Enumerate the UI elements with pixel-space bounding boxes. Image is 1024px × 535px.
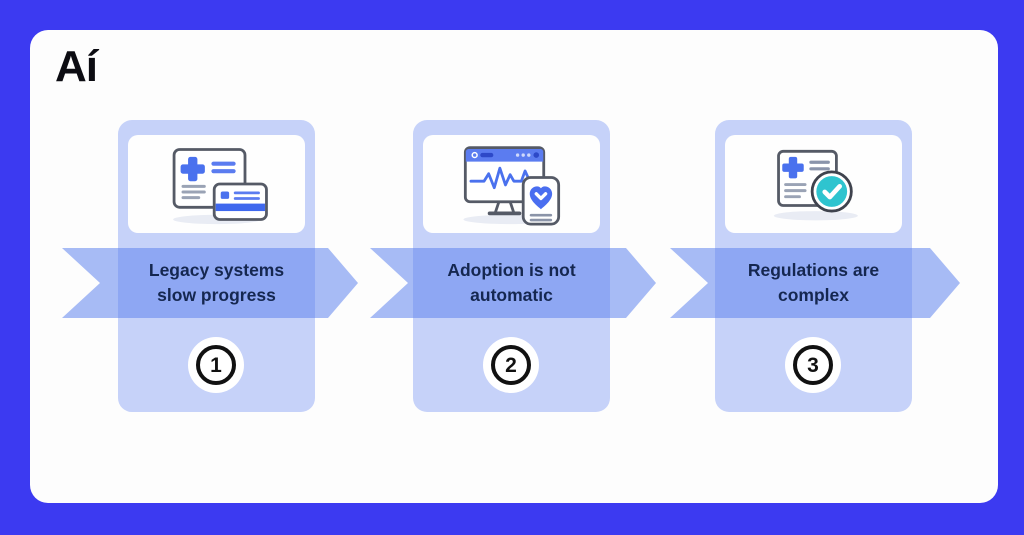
- step-3-title-line2: complex: [778, 285, 849, 305]
- step-2-number: 2: [505, 353, 517, 377]
- step-3-number: 3: [807, 353, 819, 377]
- step-3-icon-box: [725, 135, 902, 233]
- step-2-number-ring: 2: [491, 345, 531, 385]
- document-check-icon: [773, 149, 858, 221]
- step-3-number-badge: 3: [785, 337, 841, 393]
- step-3-arrow: [670, 248, 960, 318]
- step-1-title: Legacy systems slow progress: [118, 248, 315, 318]
- step-1-arrow: [62, 248, 358, 318]
- step-2-arrow: [370, 248, 656, 318]
- monitor-heartbeat-icon: [462, 146, 560, 226]
- step-2-title-line2: automatic: [470, 285, 553, 305]
- step-2-title: Adoption is not automatic: [413, 248, 610, 318]
- step-2-icon-box: [423, 135, 600, 233]
- step-1-number-ring: 1: [196, 345, 236, 385]
- step-2-number-badge: 2: [483, 337, 539, 393]
- step-3-number-ring: 3: [793, 345, 833, 385]
- step-1-number-badge: 1: [188, 337, 244, 393]
- brand-logo: Aí: [55, 42, 98, 91]
- step-1-icon-box: [128, 135, 305, 233]
- step-3-title: Regulations are complex: [715, 248, 912, 318]
- step-1-title-line2: slow progress: [157, 285, 276, 305]
- step-1-title-line1: Legacy systems: [148, 260, 285, 280]
- medical-records-card-icon: [172, 148, 268, 225]
- step-1-number: 1: [210, 353, 222, 377]
- step-2-title-line1: Adoption is not: [447, 260, 576, 280]
- step-3-title-line1: Regulations are: [747, 260, 880, 280]
